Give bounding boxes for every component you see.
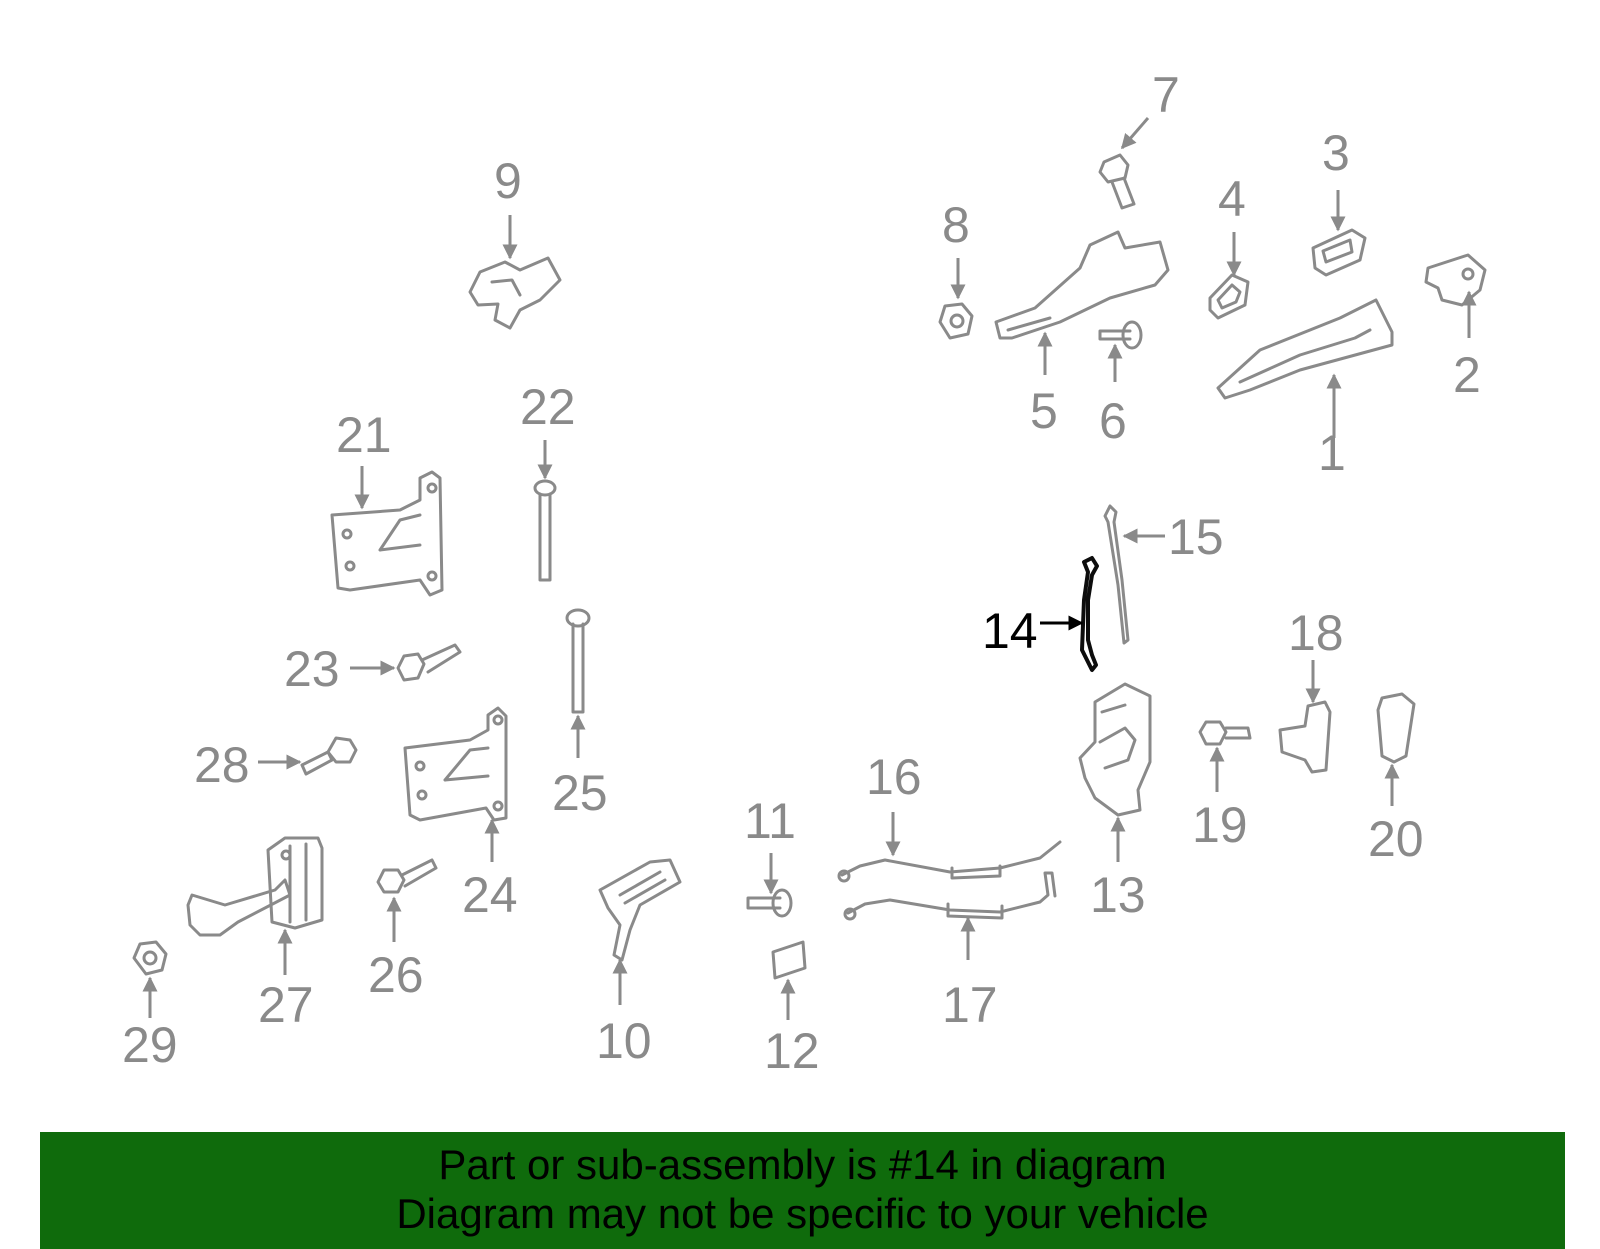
callout-8[interactable]: 8 <box>942 197 970 253</box>
callout-13[interactable]: 13 <box>1090 867 1146 923</box>
part-20-pad[interactable] <box>1376 692 1416 764</box>
part-24-hinge[interactable] <box>403 706 508 822</box>
banner-line-part: Part or sub-assembly is #14 in diagram <box>438 1141 1167 1188</box>
callout-29[interactable]: 29 <box>122 1017 178 1073</box>
part-3-gasket[interactable] <box>1311 228 1367 277</box>
part-25-pin[interactable] <box>565 608 591 714</box>
part-7-bolt[interactable] <box>1098 153 1136 210</box>
callout-16[interactable]: 16 <box>866 749 922 805</box>
banner-line-disclaimer: Diagram may not be specific to your vehi… <box>396 1190 1209 1237</box>
info-banner: Part or sub-assembly is #14 in diagram D… <box>40 1132 1565 1249</box>
part-22-pin[interactable] <box>533 479 557 582</box>
part-10-bracket[interactable] <box>598 858 682 962</box>
part-2-handle-cap[interactable] <box>1424 253 1487 307</box>
callout-10[interactable]: 10 <box>596 1013 652 1069</box>
part-13-latch[interactable] <box>1078 682 1152 817</box>
callout-9[interactable]: 9 <box>494 153 522 209</box>
part-1-outside-handle[interactable] <box>1216 298 1394 400</box>
callout-20[interactable]: 20 <box>1368 811 1424 867</box>
callout-4[interactable]: 4 <box>1218 171 1246 227</box>
callout-11[interactable]: 11 <box>744 793 796 849</box>
part-23-bolt[interactable] <box>396 643 462 682</box>
callout-5[interactable]: 5 <box>1030 383 1058 439</box>
callout-27[interactable]: 27 <box>258 977 314 1033</box>
part-8-nut[interactable] <box>938 302 974 340</box>
callout-25[interactable]: 25 <box>552 765 608 821</box>
part-27-door-check[interactable] <box>186 836 324 937</box>
part-19-bolt[interactable] <box>1198 720 1252 746</box>
part-11-pin[interactable] <box>746 888 793 918</box>
callout-28[interactable]: 28 <box>194 737 250 793</box>
part-21-hinge[interactable] <box>330 470 444 597</box>
part-14-lock-rod[interactable] <box>1080 556 1099 672</box>
part-5-reinforcement[interactable] <box>994 230 1170 340</box>
callout-19[interactable]: 19 <box>1192 797 1248 853</box>
callout-15[interactable]: 15 <box>1168 509 1224 565</box>
part-26-bolt[interactable] <box>376 858 438 894</box>
callout-17[interactable]: 17 <box>942 977 998 1033</box>
part-15-rod[interactable] <box>1103 504 1130 645</box>
part-6-screw[interactable] <box>1098 320 1143 350</box>
callout-24[interactable]: 24 <box>462 867 518 923</box>
callout-6[interactable]: 6 <box>1099 393 1127 449</box>
part-28-bolt[interactable] <box>300 736 358 776</box>
callout-18[interactable]: 18 <box>1288 605 1344 661</box>
arrow-7 <box>1120 117 1150 150</box>
part-29-nut[interactable] <box>132 940 168 976</box>
part-18-bracket[interactable] <box>1278 700 1332 774</box>
callout-22[interactable]: 22 <box>520 379 576 435</box>
callout-2[interactable]: 2 <box>1453 347 1481 403</box>
part-4-gasket[interactable] <box>1208 273 1250 320</box>
callout-3[interactable]: 3 <box>1322 125 1350 181</box>
part-16-cable[interactable] <box>837 840 1062 883</box>
callout-12[interactable]: 12 <box>764 1023 820 1079</box>
part-9-lock-cylinder[interactable] <box>468 256 562 330</box>
callout-1[interactable]: 1 <box>1318 425 1346 481</box>
part-12-pad[interactable] <box>771 940 807 980</box>
callout-23[interactable]: 23 <box>284 641 340 697</box>
callout-7[interactable]: 7 <box>1152 67 1180 123</box>
callout-14[interactable]: 14 <box>982 603 1038 659</box>
part-17-cable[interactable] <box>843 871 1057 921</box>
callout-26[interactable]: 26 <box>368 947 424 1003</box>
callout-21[interactable]: 21 <box>336 407 392 463</box>
